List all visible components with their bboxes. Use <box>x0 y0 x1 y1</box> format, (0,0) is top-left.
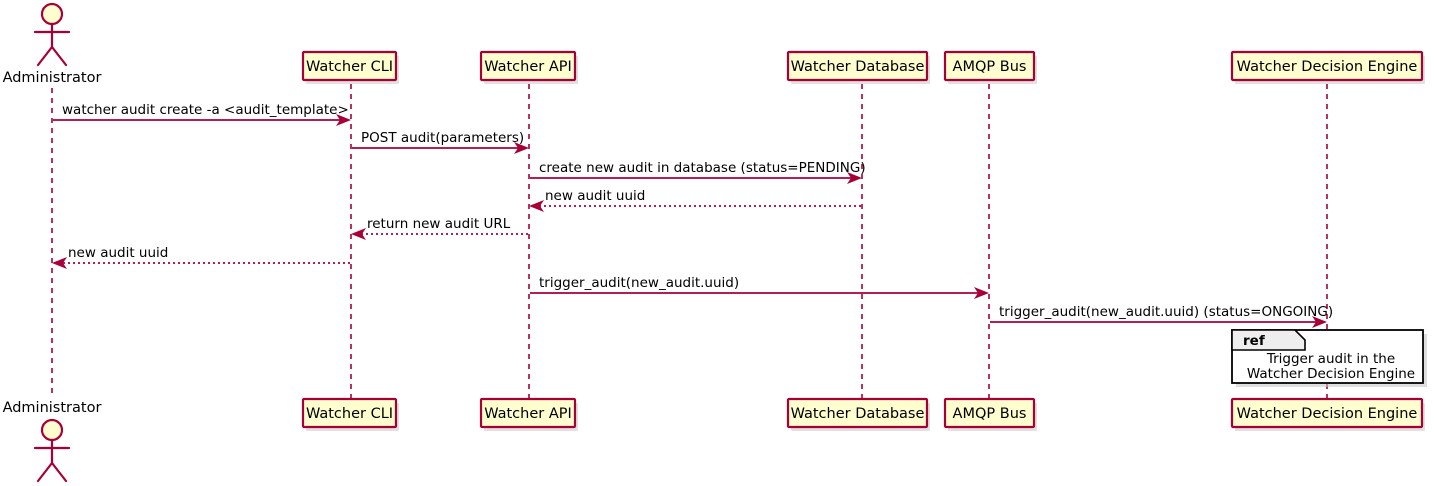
participant-watcher-database-bottom[interactable]: Watcher Database <box>786 397 930 431</box>
message-trigger-audit[interactable]: trigger_audit(new_audit.uuid) <box>530 275 989 299</box>
participant-label-amqp-bus-bottom: AMQP Bus <box>953 406 1027 422</box>
lifelines-group <box>51 84 1328 398</box>
message-new-audit-uuid-db[interactable]: new audit uuid <box>529 188 861 212</box>
actor-leg-left-icon <box>36 45 54 67</box>
participant-label-watcher-database-bottom: Watcher Database <box>791 406 925 422</box>
message-label: POST audit(parameters) <box>361 130 524 146</box>
actor-leg-right-icon <box>50 461 68 483</box>
participant-watcher-cli-bottom[interactable]: Watcher CLI <box>301 397 399 431</box>
message-label: return new audit URL <box>367 216 511 232</box>
arrowhead-right-icon <box>1312 316 1327 328</box>
message-label: new audit uuid <box>68 245 168 261</box>
actor-administrator-bottom[interactable]: Administrator <box>3 400 102 483</box>
message-label: watcher audit create -a <audit_template> <box>62 102 349 118</box>
actor-label-administrator-top: Administrator <box>3 70 102 86</box>
participant-box <box>479 397 577 429</box>
arrowhead-right-icon <box>514 142 529 154</box>
message-label: new audit uuid <box>545 188 645 204</box>
participant-label-amqp-bus-top: AMQP Bus <box>953 59 1027 75</box>
message-new-audit-uuid-cli[interactable]: new audit uuid <box>52 245 350 269</box>
actor-administrator-top[interactable]: Administrator <box>3 2 102 86</box>
participant-box <box>943 50 1036 82</box>
participant-box <box>479 50 577 82</box>
actor-label-administrator-bottom: Administrator <box>3 400 102 416</box>
participant-label-watcher-decision-engine-top: Watcher Decision Engine <box>1237 59 1418 75</box>
participant-box <box>1230 397 1424 429</box>
message-post-audit[interactable]: POST audit(parameters) <box>352 130 529 154</box>
message-watcher-audit-create[interactable]: watcher audit create -a <audit_template> <box>53 102 351 126</box>
message-create-new-audit[interactable]: create new audit in database (status=PEN… <box>530 160 866 184</box>
participant-amqp-bus-bottom[interactable]: AMQP Bus <box>943 397 1037 431</box>
message-label: trigger_audit(new_audit.uuid) <box>539 275 739 291</box>
participant-label-watcher-database-top: Watcher Database <box>791 59 925 75</box>
participant-box <box>301 397 398 429</box>
ref-frame-line-1: Trigger audit in the <box>1266 351 1395 367</box>
participant-box <box>943 397 1036 429</box>
actor-leg-right-icon <box>50 45 68 67</box>
arrowhead-left-icon <box>351 228 366 240</box>
arrowhead-right-icon <box>847 172 862 184</box>
message-label: create new audit in database (status=PEN… <box>539 160 866 176</box>
arrowhead-left-icon <box>52 257 67 269</box>
participant-watcher-database-top[interactable]: Watcher Database <box>786 50 930 84</box>
participant-label-watcher-cli-bottom: Watcher CLI <box>306 406 393 422</box>
participant-watcher-api-top[interactable]: Watcher API <box>479 50 578 84</box>
participant-watcher-decision-engine-top[interactable]: Watcher Decision Engine <box>1230 50 1425 84</box>
actor-leg-left-icon <box>36 461 54 483</box>
participant-watcher-decision-engine-bottom[interactable]: Watcher Decision Engine <box>1230 397 1425 431</box>
participant-label-watcher-cli-top: Watcher CLI <box>306 59 393 75</box>
participant-watcher-api-bottom[interactable]: Watcher API <box>479 397 578 431</box>
message-trigger-audit-ongoing[interactable]: trigger_audit(new_audit.uuid) (status=ON… <box>990 304 1333 328</box>
arrowhead-right-icon <box>974 287 989 299</box>
ref-frame-trigger-audit[interactable]: ref Trigger audit in the Watcher Decisio… <box>1231 329 1427 387</box>
arrowhead-left-icon <box>529 200 544 212</box>
participant-box <box>301 50 398 82</box>
message-label: trigger_audit(new_audit.uuid) (status=ON… <box>999 304 1333 320</box>
ref-tab-shape <box>1231 329 1306 351</box>
participant-label-watcher-api-top: Watcher API <box>484 59 572 75</box>
actor-head-icon <box>40 2 64 26</box>
ref-frame-line-2: Watcher Decision Engine <box>1247 366 1415 382</box>
participant-watcher-cli-top[interactable]: Watcher CLI <box>301 50 399 84</box>
arrowhead-right-icon <box>336 114 351 126</box>
message-return-new-audit-url[interactable]: return new audit URL <box>351 216 528 240</box>
participant-label-watcher-decision-engine-bottom: Watcher Decision Engine <box>1237 406 1418 422</box>
participant-box <box>786 50 929 82</box>
participant-amqp-bus-top[interactable]: AMQP Bus <box>943 50 1037 84</box>
participant-box <box>786 397 929 429</box>
participant-box <box>1230 50 1424 82</box>
ref-tab-label: ref <box>1243 333 1265 349</box>
participant-label-watcher-api-bottom: Watcher API <box>484 406 572 422</box>
actor-head-icon <box>40 418 64 442</box>
